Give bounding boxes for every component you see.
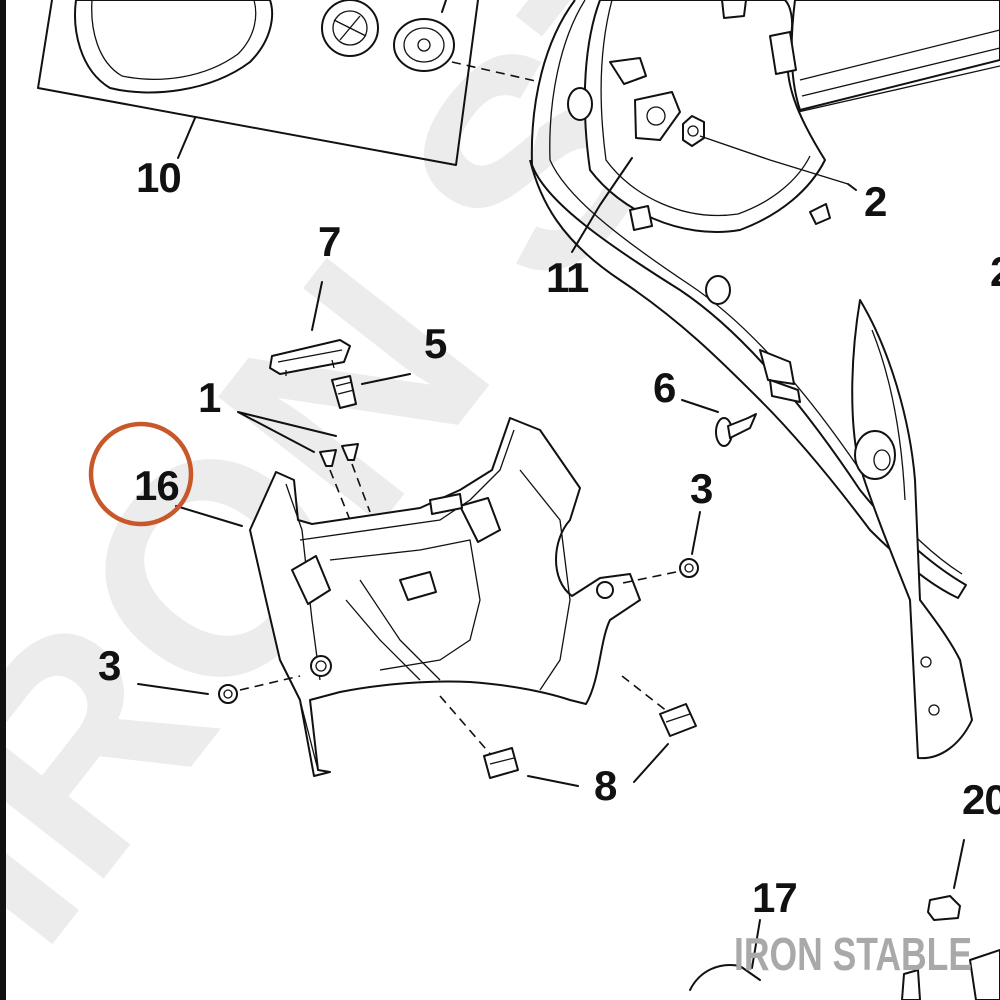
callout-1: 1 — [198, 374, 221, 421]
leader-20 — [953, 839, 965, 889]
left-border — [0, 0, 6, 1000]
callout-5: 5 — [424, 320, 447, 367]
callout-10: 10 — [136, 154, 181, 201]
part-11-door-panel — [529, 0, 1000, 760]
callout-3-right: 3 — [690, 465, 712, 512]
part-1-screws — [319, 443, 371, 521]
part-16-lower-panel — [249, 417, 641, 777]
callout-8: 8 — [594, 762, 617, 809]
part-8-clips — [439, 675, 697, 779]
callout-17: 17 — [752, 874, 797, 921]
part-17-bracket — [689, 919, 1000, 1000]
callout-7: 7 — [318, 218, 340, 265]
part-5-nut-clip — [331, 375, 357, 409]
leader-2 — [847, 183, 857, 191]
leader-1 — [237, 411, 337, 453]
callout-16: 16 — [134, 462, 179, 509]
callout-2: 2 — [864, 178, 886, 225]
footer-brand: IRON STABLE — [734, 928, 972, 980]
leader-6 — [681, 399, 719, 413]
part-3-pin-left — [218, 675, 301, 704]
leader-16 — [175, 505, 243, 527]
callout-6: 6 — [653, 364, 675, 411]
callout-20: 20 — [962, 776, 1000, 823]
callout-3-left: 3 — [98, 642, 120, 689]
callout-11: 11 — [546, 254, 589, 301]
leader-11 — [571, 157, 633, 253]
part-3-pin-right — [617, 558, 699, 585]
callout-2-edge: 2 — [990, 248, 1000, 295]
leader-7 — [311, 281, 323, 331]
leader-3-left — [137, 683, 209, 695]
leader-3-right — [691, 511, 701, 555]
highlight-circle-16 — [88, 421, 194, 527]
part-20-button — [927, 895, 961, 921]
part-10-mirror — [37, 0, 541, 166]
leader-5 — [361, 373, 411, 385]
part-6-rivet — [715, 413, 757, 447]
part-7-trim-clip — [269, 339, 351, 376]
leader-10 — [177, 117, 196, 159]
leader-8 — [527, 743, 669, 787]
